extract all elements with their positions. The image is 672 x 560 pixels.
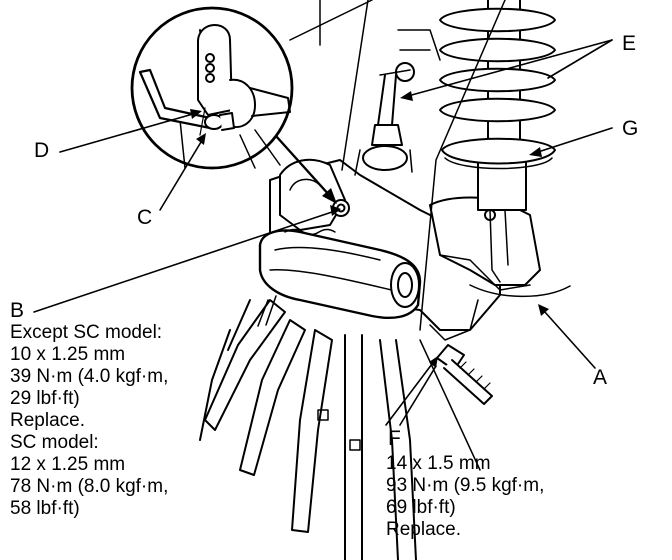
spec-b-line: 29 lbf·ft) [10, 388, 80, 409]
spec-b-line: 39 N·m (4.0 kgf·m, [10, 366, 169, 387]
leader-d [59, 113, 194, 153]
spec-f-line: 93 N·m (9.5 kgf·m, [386, 475, 545, 496]
spec-b-block: Except SC model: 10 x 1.25 mm 39 N·m (4.… [10, 322, 168, 520]
leader-c [159, 141, 202, 211]
detail-magnifier [130, 6, 294, 170]
spec-f-line: 14 x 1.5 mm [386, 453, 491, 474]
leader-f-1 [385, 363, 433, 426]
leader-f-2 [399, 365, 437, 426]
spec-b-line: 58 lbf·ft) [10, 498, 80, 519]
leader-g [537, 127, 613, 153]
callout-a: A [593, 366, 608, 389]
knuckle-drawing [258, 158, 501, 341]
detail-pointer-line [274, 134, 332, 198]
strut-bracket-drawing [429, 196, 571, 298]
leader-a [543, 310, 596, 369]
leader-b [33, 211, 333, 313]
spec-b-line: 10 x 1.25 mm [10, 344, 126, 365]
detail-pointer-arrowhead [322, 188, 337, 204]
spec-f-block: 14 x 1.5 mm 93 N·m (9.5 kgf·m, 69 lbf·ft… [386, 453, 544, 541]
stabilizer-link-drawing [354, 62, 415, 176]
leader-e-branch [547, 39, 613, 79]
lower-arm-drawing [199, 295, 417, 560]
spec-b-line: Replace. [10, 410, 85, 431]
callout-d: D [34, 139, 50, 162]
spec-f-line: 69 lbf·ft) [386, 497, 456, 518]
callout-g: G [622, 117, 639, 140]
callout-e: E [622, 32, 637, 55]
callout-c: C [137, 206, 153, 229]
spec-f-line: Replace. [386, 519, 461, 540]
coil-spring-drawing [397, 0, 556, 211]
callout-b: B [10, 299, 25, 322]
callout-f: F [388, 427, 401, 450]
spec-b-line: 12 x 1.25 mm [10, 454, 126, 475]
spec-b-line: SC model: [10, 432, 99, 453]
flange-bolt-f [436, 344, 493, 405]
leader-e [407, 39, 613, 97]
leader-lines [33, 39, 613, 426]
spec-b-line: Except SC model: [10, 322, 163, 343]
spec-b-line: 78 N·m (8.0 kgf·m, [10, 476, 169, 497]
